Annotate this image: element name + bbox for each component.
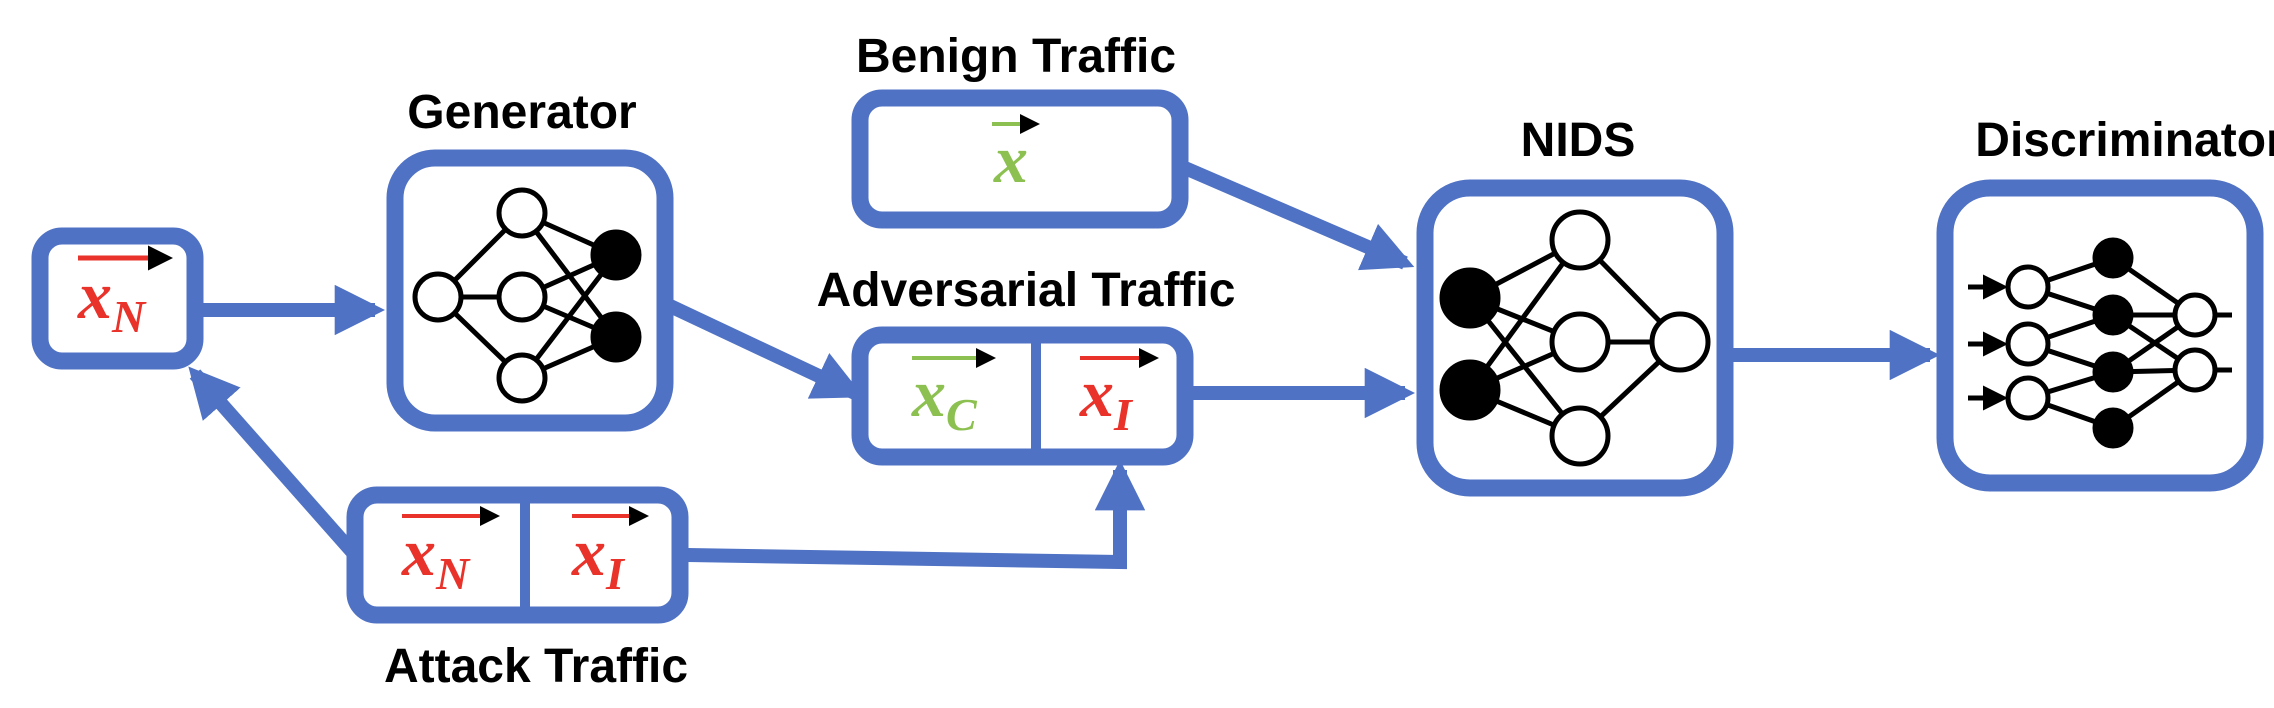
generator-network-icon [412,187,642,404]
adversarial-traffic-label: Adversarial Traffic [817,264,1236,317]
benign-traffic-box: x [851,89,1189,229]
attack-functional-vector: xI [571,514,626,599]
discriminator-label: Discriminator [1975,114,2274,167]
adversarial-traffic-box: xC xI [851,326,1194,466]
attack-traffic-label: Attack Traffic [384,640,688,693]
arrow-attack-to-adversarial [687,459,1146,570]
noise-vector-box: xN [31,227,204,370]
arrow-benign-to-nids [1182,161,1415,271]
nids-label: NIDS [1521,114,1636,167]
arrow-attack-to-noise [188,366,361,560]
noise-vector: xN [77,257,147,342]
discriminator-box [1936,179,2264,492]
benign-vector: x [993,121,1028,197]
adversarial-functional-vector: xI [1079,355,1134,440]
discriminator-network-icon [1968,237,2232,449]
generator-label: Generator [407,86,636,139]
nids-network-icon [1439,209,1711,467]
nids-box [1416,179,1734,497]
flow-arrows [188,161,1941,570]
generator-box [386,149,674,432]
attack-noise-vector: xN [401,514,471,599]
adversarial-nonfunctional-vector: xC [911,355,978,440]
attack-traffic-box: xN xI [346,486,689,624]
benign-traffic-label: Benign Traffic [856,30,1176,83]
arrow-generator-to-adversarial [665,298,865,400]
